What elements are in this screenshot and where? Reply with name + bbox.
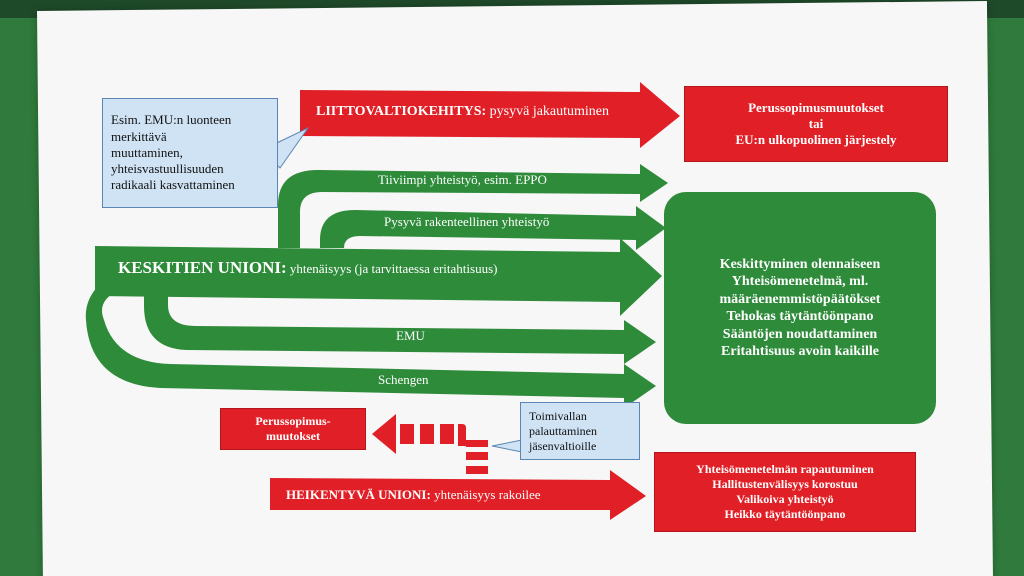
weakening-arrow <box>270 470 646 520</box>
branch-arrow-schengen <box>85 284 657 408</box>
dashed-return-arrow <box>372 414 488 474</box>
weakening-outcome-box: Yhteisömenetelmän rapautuminen Hallitust… <box>654 452 916 532</box>
federal-arrow <box>300 82 680 148</box>
callout-bottom-pointer <box>491 439 523 453</box>
branch-arrow-1 <box>278 164 668 248</box>
branch-label-emu: EMU <box>396 328 425 343</box>
weakening-arrow-label: HEIKENTYVÄ UNIONI: yhtenäisyys rakoilee <box>286 487 541 502</box>
federal-arrow-label: LIITTOVALTIOKEHITYS: pysyvä jakautuminen <box>316 104 610 119</box>
branch-label-schengen: Schengen <box>378 372 429 387</box>
branch-arrow-2 <box>320 206 666 250</box>
main-arrow <box>95 238 662 316</box>
branch-label-1: Tiiviimpi yhteistyö, esim. EPPO <box>378 172 547 187</box>
federal-outcome-box: Perussopimusmuutokset tai EU:n ulkopuoli… <box>684 86 948 162</box>
callout-competence-return: Toimivallan palauttaminen jäsenvaltioill… <box>520 402 640 460</box>
callout-emu-example: Esim. EMU:n luonteen merkittävä muuttami… <box>102 98 278 208</box>
branch-arrow-emu <box>144 290 656 364</box>
treaty-change-box: Perussopimus- muutokset <box>220 408 366 450</box>
main-arrow-label: KESKITIEN UNIONI: yhtenäisyys (ja tarvit… <box>118 258 498 277</box>
main-outcome-box: Keskittyminen olennaiseen Yhteisömenetel… <box>664 192 936 424</box>
branch-label-2: Pysyvä rakenteellinen yhteistyö <box>384 214 550 229</box>
